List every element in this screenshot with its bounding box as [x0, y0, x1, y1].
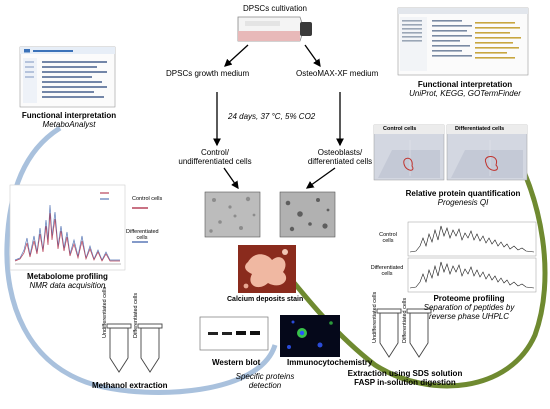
- arrow-to-osteo-medium: [304, 44, 321, 68]
- proteome-subtitle-line1: Separation of peptides by: [423, 303, 515, 313]
- osteoblasts-label-line2: differentiated cells: [307, 157, 373, 167]
- nmr-spectrum-chart: [9, 184, 126, 271]
- legend-differentiated-line2: cells: [136, 235, 148, 242]
- methanol-tube-differentiated-icon: [137, 323, 163, 373]
- right-functional-title: Functional interpretation: [417, 80, 513, 89]
- differentiated-cells-micrograph: [279, 191, 336, 238]
- metabolome-block: Metabolome profiling NMR data acquisitio…: [5, 272, 130, 290]
- uniprot-screenshot: [397, 7, 529, 76]
- conditions-label: 24 days, 37 °C, 5% CO2: [228, 112, 316, 121]
- sds-tube-differentiated-icon: [406, 308, 432, 358]
- calcium-stain-label: Calcium deposits stain: [227, 296, 304, 303]
- left-functional-title: Functional interpretation: [21, 111, 117, 120]
- proteome-title: Proteome profiling: [433, 294, 505, 303]
- sds-extraction-block: Extraction using SDS solution FASP in-so…: [330, 369, 480, 387]
- methanol-tube-label-differentiated: Differentiated cells: [133, 292, 139, 338]
- proteome-subtitle-line2: reverse phase UHPLC: [428, 312, 510, 322]
- sds-tube-label-differentiated: Differentiated cells: [402, 297, 408, 343]
- cultivation-label: DPSCs cultivation: [242, 4, 308, 13]
- trace-differentiated-line2: cells: [381, 271, 393, 278]
- right-functional-block: Functional interpretation UniProt, KEGG,…: [400, 80, 530, 98]
- trace-control-line1: Control: [379, 232, 397, 238]
- sds-tube-undifferentiated-icon: [376, 308, 402, 358]
- control-cells-label: Control/ undifferentiated cells: [160, 148, 270, 166]
- methanol-extraction-label: Methanol extraction: [92, 381, 168, 390]
- osteoblasts-label-line1: Osteoblasts/: [317, 148, 363, 157]
- arrow-osteo-to-image: [305, 167, 336, 189]
- culture-flask-icon: [237, 16, 312, 42]
- relative-quant-block: Relative protein quantification Progenes…: [388, 189, 538, 207]
- arrow-to-growth-medium: [224, 44, 249, 67]
- trace-differentiated-line1: Differentiated: [370, 265, 404, 271]
- control-cells-label-line1: Control/: [200, 148, 229, 157]
- trace-differentiated-label: Differentiated cells: [366, 265, 408, 278]
- progenesis-differentiated-panel: [446, 124, 528, 181]
- control-cells-label-line2: undifferentiated cells: [178, 157, 252, 167]
- metabolomics-cycle-arc: [4, 125, 278, 395]
- methanol-tube-undifferentiated-icon: [106, 323, 132, 373]
- progenesis-control-panel: [373, 124, 445, 181]
- legend-differentiated-line1: Differentiated: [126, 229, 159, 235]
- western-blot-label: Western blot: [212, 358, 261, 367]
- progenesis-differentiated-tab: Differentiated cells: [455, 126, 505, 132]
- specific-proteins-label: Specific proteins detection: [215, 372, 315, 390]
- right-functional-tools: UniProt, KEGG, GOTermFinder: [409, 89, 521, 99]
- methanol-tube-label-undifferentiated: Undifferentiated cells: [102, 286, 108, 338]
- legend-control-label: Control cells: [132, 196, 163, 202]
- relative-quant-tool: Progenesis QI: [437, 198, 489, 208]
- osteoblasts-label: Osteoblasts/ differentiated cells: [285, 148, 395, 166]
- arrow-control-to-image: [223, 167, 239, 190]
- osteo-medium-label: OsteoMAX-XF medium: [296, 69, 379, 78]
- relative-quant-title: Relative protein quantification: [405, 189, 521, 198]
- metaboanalyst-screenshot: [19, 46, 116, 108]
- left-functional-block: Functional interpretation MetaboAnalyst: [5, 111, 133, 129]
- left-functional-tool: MetaboAnalyst: [42, 120, 96, 130]
- trace-control-line2: cells: [382, 238, 394, 245]
- sds-extraction-line2: FASP in-solution digestion: [354, 378, 456, 388]
- specific-proteins-line1: Specific proteins: [235, 372, 295, 381]
- specific-proteins-line2: detection: [248, 381, 282, 391]
- proteome-block: Proteome profiling Separation of peptide…: [395, 294, 543, 322]
- legend-differentiated-label: Differentiated cells: [126, 229, 159, 242]
- metabolome-title: Metabolome profiling: [27, 272, 108, 281]
- sds-extraction-line1: Extraction using SDS solution: [347, 369, 463, 378]
- immunocytochemistry-label: Immunocytochemistry: [287, 358, 373, 367]
- metabolome-subtitle: NMR data acquisition: [29, 281, 106, 291]
- sds-tube-label-undifferentiated: Undifferentiated cells: [372, 291, 378, 343]
- proteome-chromatogram-control: [407, 221, 537, 257]
- trace-control-label: Control cells: [370, 232, 406, 245]
- proteome-chromatogram-differentiated: [407, 257, 537, 293]
- progenesis-control-tab: Control cells: [383, 126, 417, 132]
- growth-medium-label: DPSCs growth medium: [166, 69, 250, 78]
